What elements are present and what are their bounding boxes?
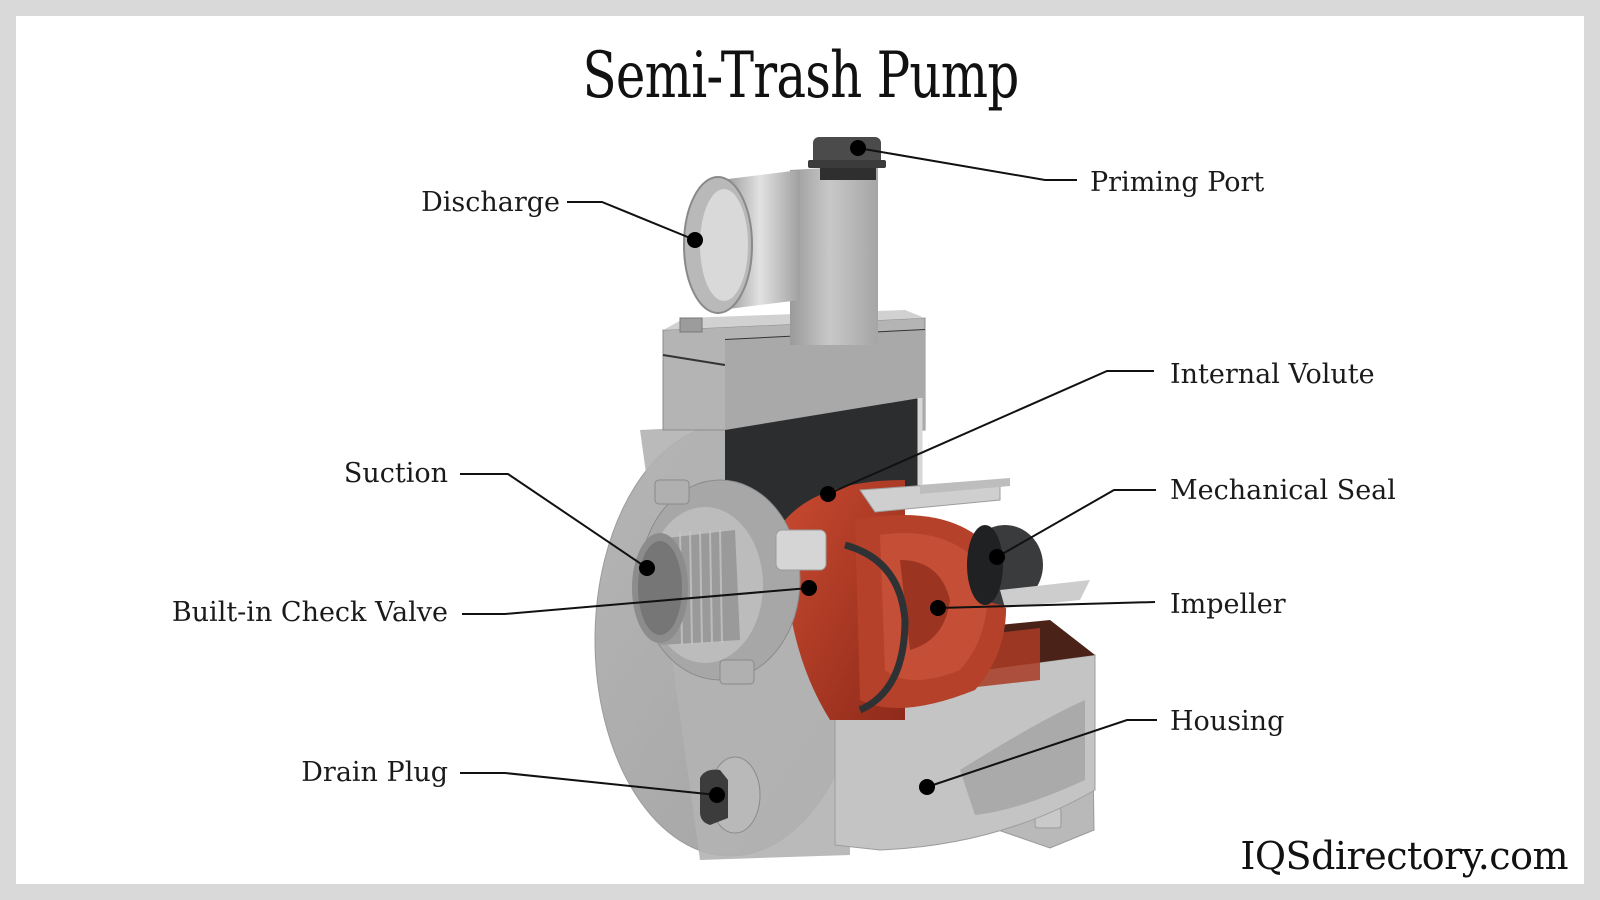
leader-mechanical-seal bbox=[996, 489, 1156, 558]
leader-drain-plug bbox=[460, 772, 718, 796]
title-text: Semi-Trash Pump bbox=[581, 39, 1019, 113]
dot-housing bbox=[919, 779, 935, 795]
dot-priming-port bbox=[850, 140, 866, 156]
label-priming-port: Priming Port bbox=[1090, 167, 1265, 198]
label-discharge: Discharge bbox=[421, 187, 560, 218]
discharge-column bbox=[790, 165, 878, 345]
leader-housing bbox=[926, 719, 1157, 788]
check-valve-ring bbox=[844, 541, 909, 714]
dot-check-valve bbox=[801, 580, 817, 596]
dot-internal-volute bbox=[820, 486, 836, 502]
leader-suction bbox=[460, 473, 648, 569]
leader-priming-port bbox=[857, 147, 1077, 181]
label-suction: Suction bbox=[343, 458, 448, 489]
diagram-title: Semi-Trash Pump bbox=[0, 36, 1600, 116]
dot-impeller bbox=[930, 600, 946, 616]
leader-discharge bbox=[567, 201, 696, 241]
leader-impeller bbox=[937, 601, 1156, 609]
discharge-elbow bbox=[683, 170, 800, 314]
dot-suction bbox=[639, 560, 655, 576]
leader-lines bbox=[460, 147, 1157, 796]
leader-check-valve bbox=[462, 587, 810, 615]
pointer-dots bbox=[639, 140, 1005, 803]
brand-watermark: IQSdirectory.com bbox=[1240, 834, 1568, 878]
suction-fitting bbox=[632, 479, 827, 685]
label-impeller: Impeller bbox=[1170, 589, 1286, 620]
dot-drain-plug bbox=[709, 787, 725, 803]
dot-mechanical-seal bbox=[989, 549, 1005, 565]
label-drain-plug: Drain Plug bbox=[301, 757, 448, 788]
label-mechanical-seal: Mechanical Seal bbox=[1170, 475, 1396, 506]
label-check-valve: Built-in Check Valve bbox=[171, 597, 448, 628]
label-internal-volute: Internal Volute bbox=[1170, 359, 1375, 390]
mechanical-seal bbox=[967, 525, 1090, 608]
label-housing: Housing bbox=[1170, 706, 1285, 737]
leader-internal-volute bbox=[827, 370, 1154, 495]
dot-discharge bbox=[687, 232, 703, 248]
